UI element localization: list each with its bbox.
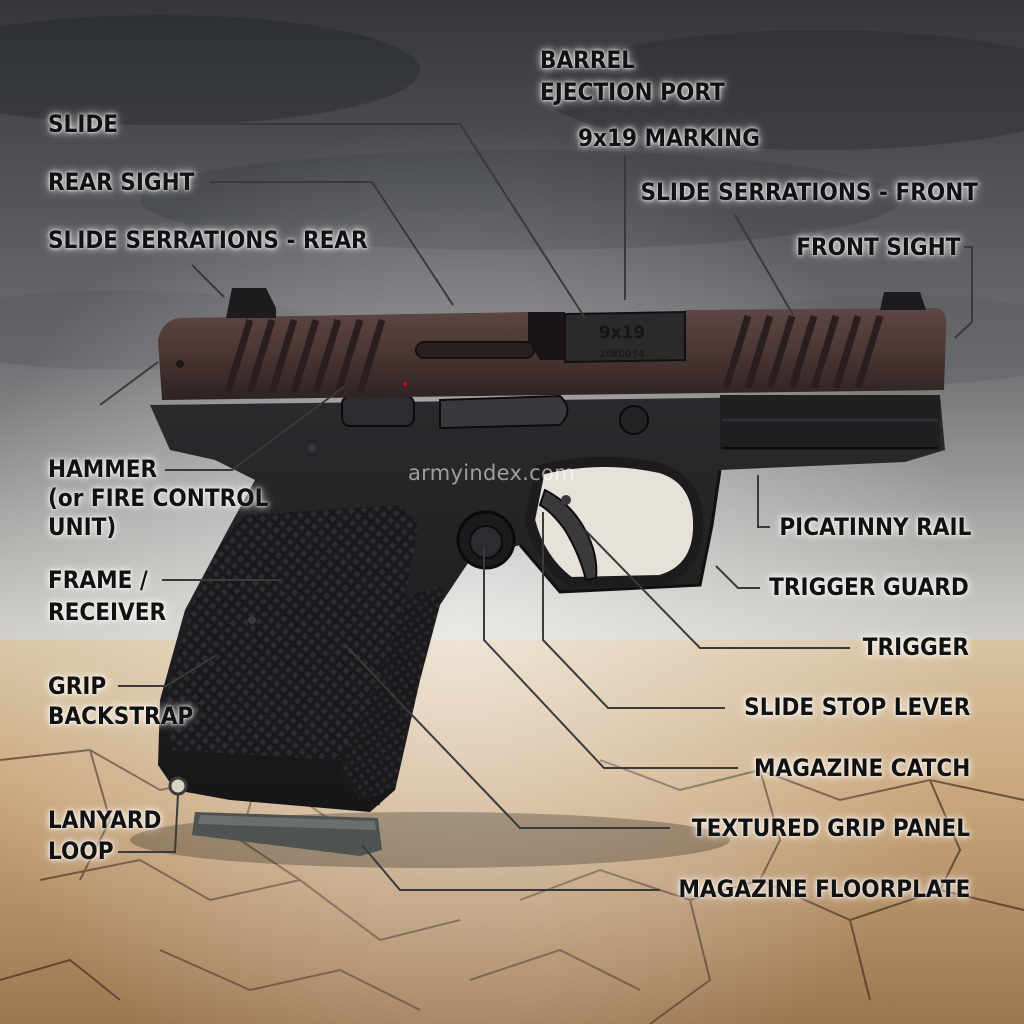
leader-slide [130,123,586,319]
trigger-guard [524,457,704,588]
takedown-lever [341,395,415,427]
label-grip-line1: GRIP [48,672,107,700]
label-trigger: TRIGGER [862,633,969,661]
leader-trigger-guard [715,565,760,589]
rear-serrations [224,318,386,394]
front-strap-texture [340,585,445,800]
leader-front-sight [954,246,973,339]
label-front-sight: FRONT SIGHT [795,233,960,261]
label-lanyard-line1: LANYARD [48,806,162,834]
barrel [564,310,686,364]
textured-grip-panel [165,505,418,760]
leader-trigger [584,529,850,649]
serial-marking: 20E0034 [600,349,645,360]
leader-grip [118,655,216,687]
label-barrel: BARREL [540,46,635,74]
label-grip-line2: BACKSTRAP [48,702,194,730]
label-ejection-port: EJECTION PORT [540,78,725,106]
leader-magazine-catch [483,548,738,769]
magazine-catch [469,525,503,559]
trigger [538,488,598,582]
slide-stop-lever [439,394,569,430]
label-lanyard-line2: LOOP [48,837,114,865]
label-slide-serrations-front: SLIDE SERRATIONS - FRONT [640,178,978,206]
label-rear-sight: REAR SIGHT [48,168,195,196]
label-magazine-floorplate: MAGAZINE FLOORPLATE [678,875,970,903]
leader-floorplate [361,844,660,891]
label-hammer-line3: UNIT) [48,513,117,541]
leader-lines [99,123,973,891]
label-slide-serrations-rear: SLIDE SERRATIONS - REAR [48,226,368,254]
label-hammer-line1: HAMMER [48,455,158,483]
leader-lanyard [118,793,179,853]
ejection-port [528,312,565,360]
label-magazine-catch: MAGAZINE CATCH [753,754,970,782]
leader-slide-stop [542,512,725,709]
leader-grip-panel [344,644,670,829]
rear-sight [226,288,276,318]
lanyard-loop [168,776,188,796]
leader-rear-sight [210,181,454,306]
label-picatinny-rail: PICATINNY RAIL [779,513,971,541]
leader-hammer-top [99,361,159,406]
label-slide-stop-lever: SLIDE STOP LEVER [743,693,970,721]
label-9x19-marking: 9x19 MARKING [578,124,760,152]
watermark: armyindex.com [408,461,575,485]
label-trigger-guard: TRIGGER GUARD [769,573,969,601]
label-textured-grip-panel: TEXTURED GRIP PANEL [691,814,970,842]
leader-rear-serrations [191,264,225,298]
slide-window [415,341,535,359]
leader-picatinny [757,475,770,528]
label-slide: SLIDE [48,110,119,138]
front-serrations [722,314,884,390]
front-sight [880,292,926,310]
picatinny-rail [720,395,940,450]
label-frame-line2: RECEIVER [48,598,167,626]
frame-pin [619,405,649,435]
label-frame-line1: FRAME / [48,566,148,594]
leader-front-serrations [734,214,794,316]
leader-hammer [165,385,346,471]
caliber-marking: 9x19 [599,323,645,343]
label-hammer-line2: (or FIRE CONTROL [48,484,269,512]
